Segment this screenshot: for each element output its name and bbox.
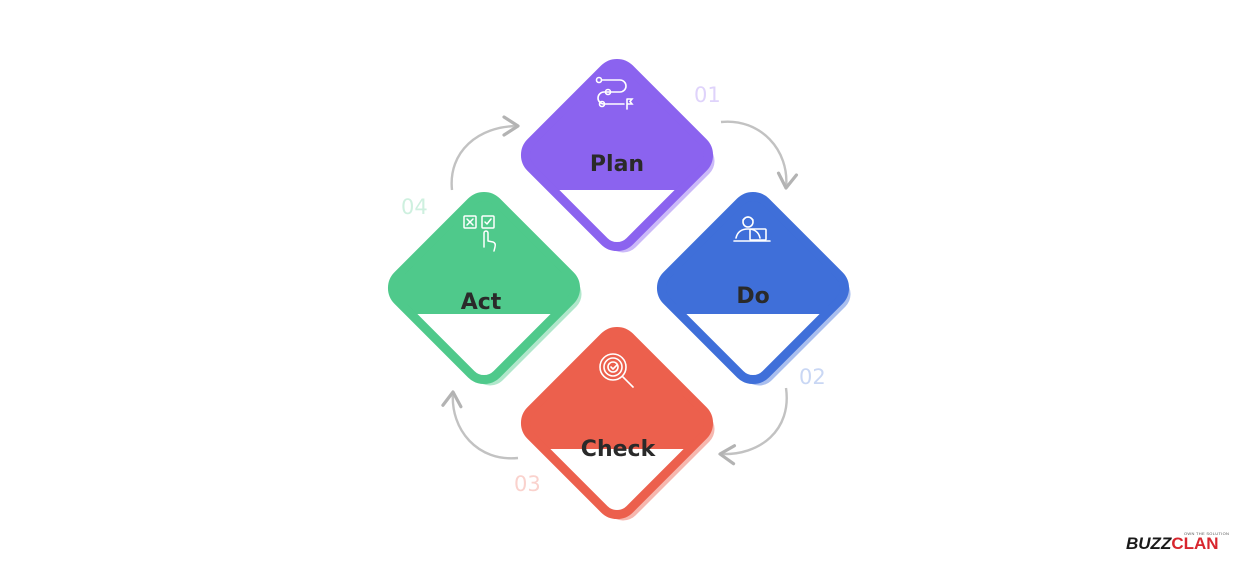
logo-main-text: BUZZ <box>1126 534 1172 553</box>
plan-label: Plan <box>590 152 644 177</box>
do-step: Do <box>654 189 852 387</box>
logo-tagline: OWN THE SOLUTION <box>1184 531 1230 536</box>
person-at-laptop-icon <box>733 216 771 242</box>
act-label: Act <box>461 290 502 315</box>
step-number-02: 02 <box>799 365 826 389</box>
check-label: Check <box>581 437 657 462</box>
arrow-check-to-act <box>441 390 519 460</box>
step-number-01: 01 <box>694 83 721 107</box>
do-border <box>656 191 850 385</box>
arrow-do-to-check <box>718 387 788 466</box>
do-label: Do <box>736 284 769 309</box>
check-step: Check <box>518 324 716 522</box>
roadmap-route-icon <box>595 76 634 110</box>
step-number-04: 04 <box>401 195 428 219</box>
buzzclan-logo: OWN THE SOLUTION BUZZCLAN <box>1126 531 1229 561</box>
target-magnifier-icon <box>599 353 634 388</box>
logo-wordmark: BUZZCLAN <box>1126 533 1219 555</box>
checkbox-select-hand-icon <box>463 215 496 252</box>
plan-step: Plan <box>518 56 716 254</box>
check-border <box>520 326 714 520</box>
arrow-plan-to-do <box>720 120 799 190</box>
logo-accent-text: CLAN <box>1171 534 1219 553</box>
step-number-03: 03 <box>514 472 541 496</box>
act-border <box>387 191 581 385</box>
plan-border <box>520 58 714 252</box>
arrow-act-to-plan <box>450 115 520 191</box>
